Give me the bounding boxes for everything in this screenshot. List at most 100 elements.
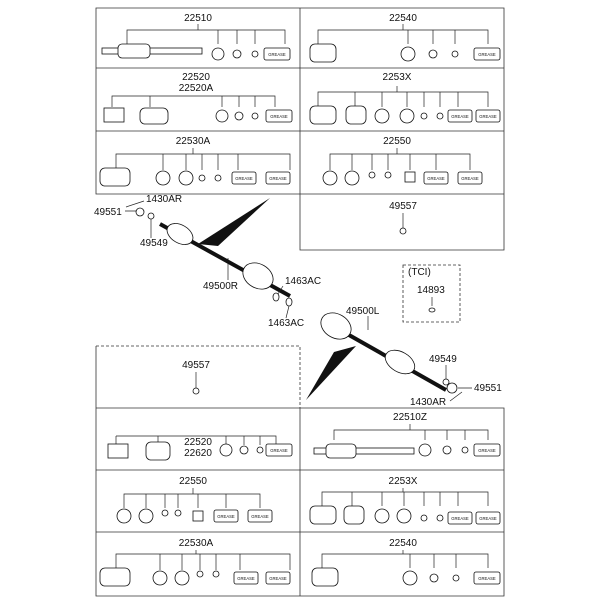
part-number-49557: 49557	[389, 201, 417, 212]
boot-part	[311, 567, 339, 587]
svg-text:GREASE: GREASE	[235, 176, 253, 181]
ring-part	[344, 170, 360, 186]
callout-1430ar-left: 1430AR	[146, 194, 182, 205]
svg-text:GREASE: GREASE	[479, 114, 497, 119]
panel-22540-lower: 22540 GREASE	[311, 538, 501, 587]
part-number-22510: 22510	[184, 13, 212, 24]
tci-label: (TCI)	[408, 267, 431, 278]
boot-part	[139, 107, 169, 125]
ring-part	[451, 50, 459, 58]
part-number-22530a: 22530A	[176, 136, 211, 147]
grease-tube-part: GREASE	[423, 171, 449, 185]
circlip-group: 1463AC 1463AC	[268, 276, 321, 329]
part-number-22520: 22520	[182, 72, 210, 83]
shaft-pointer	[306, 346, 356, 400]
boot-part	[343, 505, 365, 525]
ring-part	[374, 108, 390, 124]
ring-part	[256, 446, 264, 454]
part-number-49557: 49557	[182, 360, 210, 371]
nut-part	[135, 207, 145, 217]
callout-1430ar-right: 1430AR	[410, 397, 446, 408]
ring-part	[214, 174, 222, 182]
clamp-part	[192, 510, 204, 522]
tci-option-box: (TCI) 14893	[402, 264, 461, 323]
grease-tube-part: GREASE	[231, 171, 257, 185]
callout-49549-right: 49549	[429, 354, 457, 365]
part-number-2253x: 2253X	[383, 72, 412, 83]
svg-text:GREASE: GREASE	[270, 448, 288, 453]
ring-part	[174, 570, 190, 586]
panel-22540: 22540 GREASE	[309, 13, 501, 63]
svg-text:GREASE: GREASE	[217, 514, 235, 519]
boot-part	[309, 105, 337, 125]
svg-text:GREASE: GREASE	[269, 176, 287, 181]
ring-part	[116, 508, 132, 524]
joint-housing-part	[103, 107, 125, 123]
grease-tube-part: GREASE	[265, 571, 291, 585]
ring-part	[138, 508, 154, 524]
panel-2253x-lower: 2253X GREASE GREASE	[309, 476, 501, 525]
ring-part	[155, 170, 171, 186]
svg-text:GREASE: GREASE	[251, 514, 269, 519]
ring-part	[436, 112, 444, 120]
cv-joint-part	[325, 443, 357, 459]
panel-22510: 22510 GREASE	[101, 13, 291, 61]
ring-part	[215, 109, 229, 123]
washer-part	[147, 212, 155, 220]
part-number-22510z: 22510Z	[393, 412, 427, 423]
ring-part	[442, 445, 452, 455]
part-number-22540: 22540	[389, 538, 417, 549]
panel-22510z: 22510Z GREASE	[313, 412, 501, 459]
svg-text:GREASE: GREASE	[478, 576, 496, 581]
panel-22530a: 22530A GREASE GREASE	[99, 136, 291, 187]
ring-part	[418, 443, 432, 457]
grease-tube-part: GREASE	[447, 109, 473, 123]
panel-22550-lower: 22550 GREASE GREASE	[116, 476, 273, 524]
ring-part	[402, 570, 418, 586]
panel-22520: 22520 22520A GREASE	[103, 72, 293, 125]
grease-tube-part: GREASE	[265, 109, 293, 123]
ring-part	[251, 50, 259, 58]
ring-part	[399, 108, 415, 124]
ring-part	[368, 171, 376, 179]
nut-part	[446, 382, 458, 394]
grease-tube-part: GREASE	[475, 511, 501, 525]
ring-part	[178, 170, 194, 186]
ring-part	[152, 570, 168, 586]
ring-part	[399, 227, 407, 235]
boot-part	[145, 441, 171, 461]
grease-tube-part: GREASE	[473, 443, 501, 457]
callout-49500l: 49500L	[346, 306, 380, 317]
grease-tube-part: GREASE	[457, 171, 483, 185]
grease-tube-part: GREASE	[473, 47, 501, 61]
callout-49500r: 49500R	[203, 281, 238, 292]
inner-cv-joint-part	[320, 312, 352, 340]
grease-tube-part: GREASE	[473, 571, 501, 585]
joint-housing-part	[107, 443, 129, 459]
part-number-22530a: 22530A	[179, 538, 214, 549]
svg-text:GREASE: GREASE	[270, 114, 288, 119]
washer-part	[442, 378, 450, 386]
ring-part	[232, 49, 242, 59]
svg-text:GREASE: GREASE	[478, 52, 496, 57]
ring-part	[429, 573, 439, 583]
shaft-assembly-part	[101, 47, 203, 55]
part-number-22540: 22540	[389, 13, 417, 24]
left-drive-shaft-assembly: 49500L 49549 49551 1430AR	[306, 306, 502, 408]
ring-part	[322, 170, 338, 186]
ring-part	[400, 46, 416, 62]
panel-49557: 49557	[389, 201, 417, 235]
ring-part	[251, 112, 259, 120]
ring-part	[452, 574, 460, 582]
panel-49557-lower: 49557	[182, 360, 210, 395]
ring-part	[161, 509, 169, 517]
ring-part	[461, 446, 469, 454]
panel-22550: 22550 GREASE GREASE	[322, 136, 483, 186]
grease-tube-part: GREASE	[475, 109, 501, 123]
callout-1463ac-top: 1463AC	[285, 276, 321, 287]
clamp-part	[404, 171, 416, 183]
ring-part	[420, 514, 428, 522]
ring-part	[396, 508, 412, 524]
boot-part	[345, 105, 367, 125]
